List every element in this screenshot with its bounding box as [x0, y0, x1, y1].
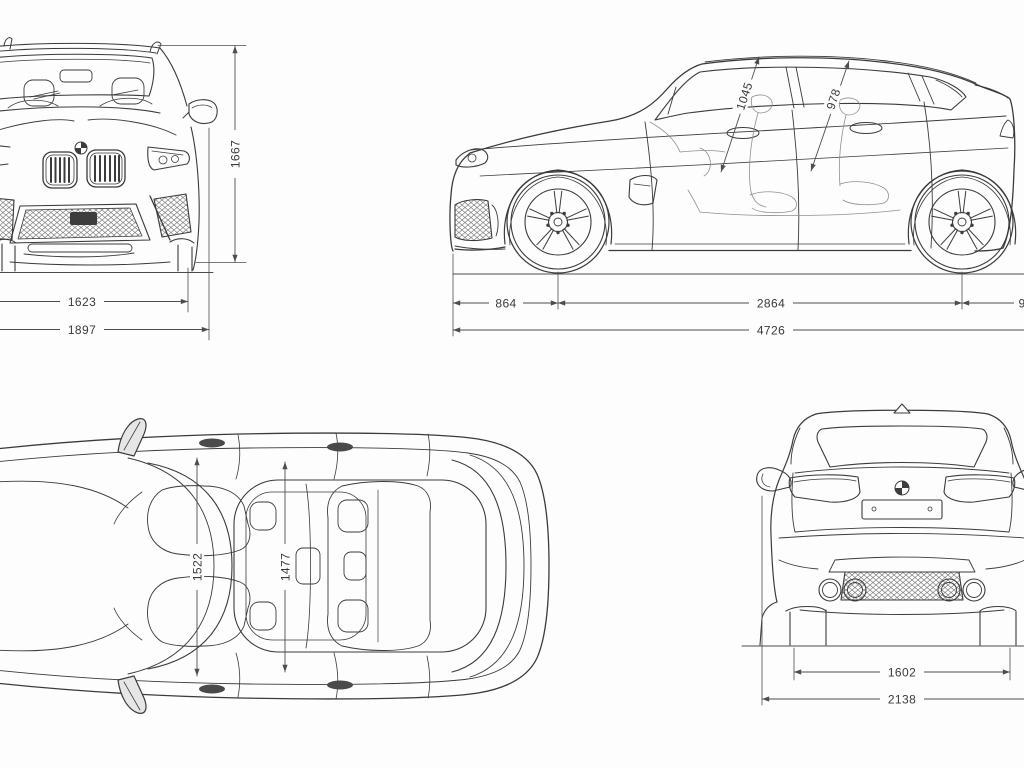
dim-label-wheelbase: 2864 — [757, 297, 785, 311]
dim-label-rear-overhang: 9 — [1018, 297, 1024, 311]
wipers — [113, 491, 143, 641]
rear-car-body — [741, 403, 1024, 647]
bmw-roundel-icon — [74, 141, 88, 155]
side-mirrors — [756, 467, 1024, 492]
dim-label-rear-interior-width: 1477 — [279, 553, 293, 581]
dim-front-headroom: 1045 — [720, 56, 760, 173]
b-pillar — [785, 66, 805, 109]
dim-overall-length: 4726 — [452, 323, 1024, 338]
dim-front-track-width: 1623 — [0, 267, 189, 313]
dim-overall-width: 2138 — [761, 692, 1024, 707]
rear-bumper — [778, 533, 1024, 615]
c-pillar — [907, 72, 935, 105]
antenna-fin — [893, 403, 911, 414]
front-car-body — [0, 37, 218, 273]
side-view: 1045 978 864 2864 — [449, 55, 1024, 338]
dim-label-track-width: 1623 — [68, 295, 96, 309]
bumper-intake — [454, 199, 493, 242]
headrest — [111, 77, 145, 105]
dim-label-front-overhang: 864 — [495, 297, 516, 311]
headlight-right — [147, 146, 190, 171]
top-view: 1522 1477 — [0, 418, 550, 714]
dim-front-body-width: 1897 — [0, 127, 210, 341]
front-left-wheel — [0, 238, 17, 272]
headlight — [455, 148, 489, 168]
sunroof — [245, 491, 367, 641]
dim-front-overhang: 864 — [452, 296, 559, 311]
dim-label-front-interior-width: 1522 — [191, 553, 205, 581]
dim-label-rear-track: 1602 — [888, 666, 916, 680]
side-rear-wheel — [907, 169, 1017, 274]
dim-rear-track: 1602 — [793, 665, 1011, 680]
taillight — [999, 119, 1015, 139]
side-mirror-right — [182, 99, 218, 125]
dim-label-overall-width: 2138 — [888, 693, 916, 707]
fender-vent — [628, 174, 658, 206]
rear-seats — [327, 481, 431, 651]
diffuser-mesh — [840, 571, 964, 601]
wipers — [29, 89, 139, 100]
dim-rear-headroom: 978 — [810, 60, 850, 172]
dim-wheelbase: 2864 — [557, 296, 963, 311]
side-car-body: 1045 978 — [449, 55, 1017, 274]
headlight-left — [0, 145, 11, 166]
front-bumper-intakes — [0, 193, 192, 258]
kidney-grille — [42, 149, 126, 189]
taillights — [788, 474, 1016, 503]
license-plate-recess — [861, 499, 943, 520]
headrest — [23, 79, 55, 107]
rear-view: 1602 2138 — [741, 403, 1024, 707]
extension-lines — [761, 495, 1011, 706]
extension-lines — [452, 253, 963, 337]
front-seats — [147, 485, 321, 647]
dim-label-body-width: 1897 — [68, 323, 96, 337]
center-console — [295, 547, 321, 585]
rear-window — [816, 425, 988, 468]
dim-front-interior-width: 1522 — [190, 457, 205, 677]
dim-label-rear-headroom: 978 — [824, 87, 844, 112]
dim-rear-interior-width: 1477 — [278, 461, 293, 673]
side-front-wheel — [503, 169, 613, 274]
front-right-wheel — [169, 238, 195, 272]
door-handles — [199, 438, 353, 694]
side-windows — [654, 66, 967, 121]
dim-label-overall-length: 4726 — [757, 324, 785, 338]
front-camera — [70, 212, 97, 225]
dim-label-overall-height: 1667 — [229, 140, 243, 168]
dim-front-overall-height: 1667 — [157, 45, 247, 263]
dim-rear-overhang-partial: 9 — [961, 296, 1024, 311]
top-car-body — [0, 418, 550, 714]
interior-mirror — [59, 69, 93, 83]
side-mirrors — [117, 418, 147, 714]
bmw-roundel-icon — [894, 480, 910, 496]
front-view: 1667 1623 1897 — [0, 37, 247, 341]
rear-wheels — [759, 601, 1017, 646]
door-handle — [849, 122, 883, 134]
